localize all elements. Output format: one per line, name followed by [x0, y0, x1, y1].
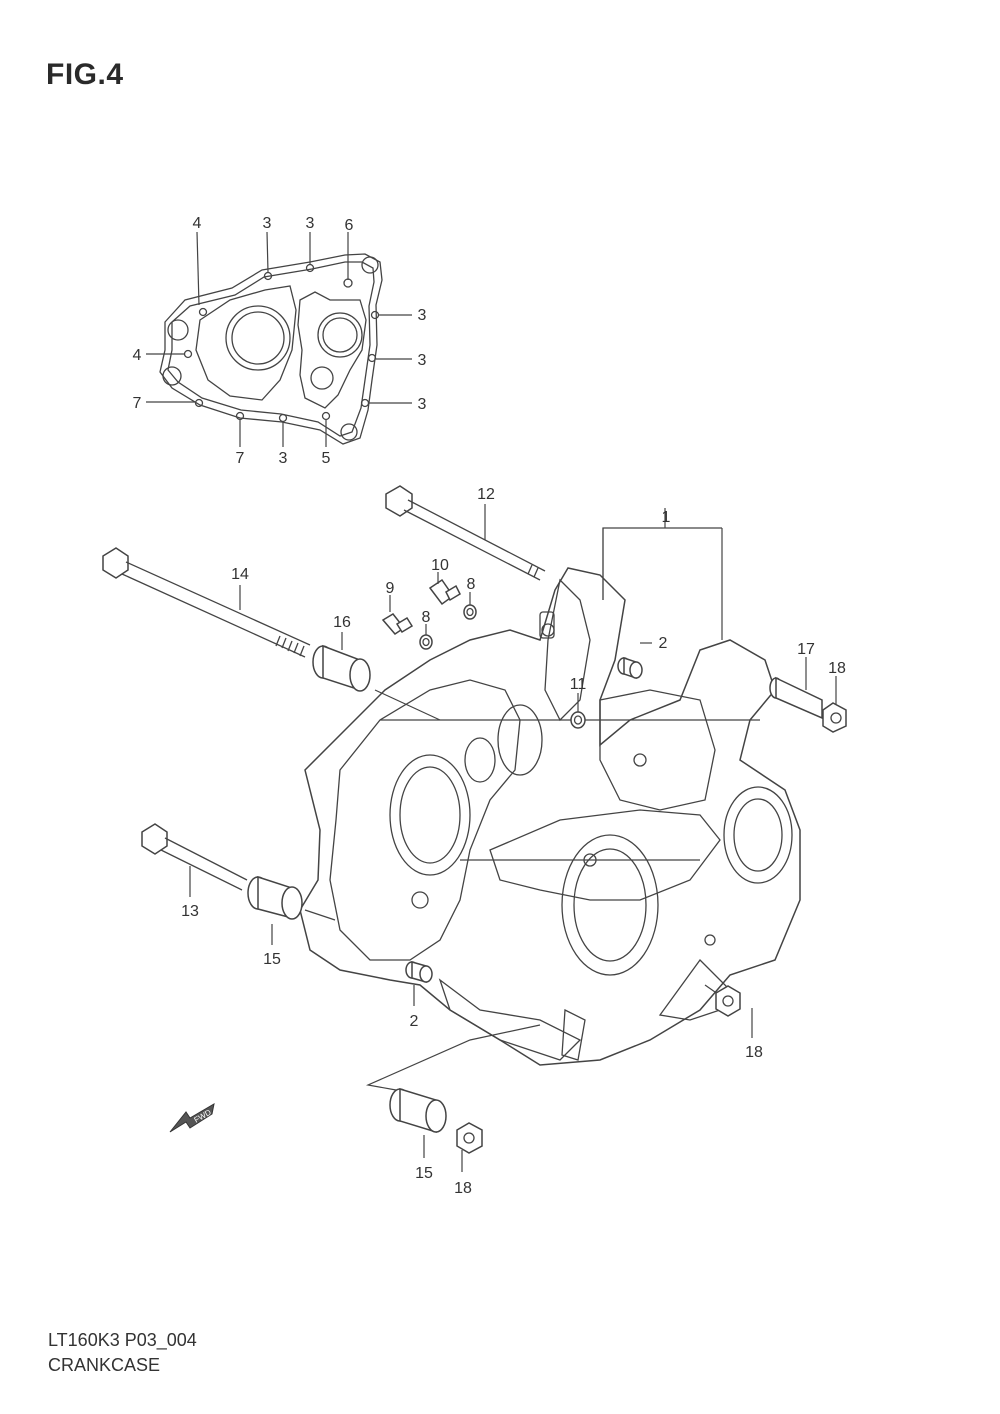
part-2-dowel-lower	[405, 961, 433, 1006]
diagram-name: CRANKCASE	[48, 1355, 161, 1375]
part-11-o-ring	[570, 693, 586, 729]
callout-18: 18	[745, 1044, 763, 1061]
callout-3: 3	[418, 352, 427, 369]
callout-11: 11	[570, 676, 587, 693]
figure-title: FIG.4	[46, 58, 124, 91]
callout-18: 18	[454, 1180, 472, 1197]
callout-3: 3	[306, 215, 315, 232]
part-12-bolt	[385, 485, 546, 581]
crankcase-assembly	[299, 567, 801, 1066]
callout-3: 3	[263, 215, 272, 232]
part-15-collar-lower	[365, 1024, 541, 1158]
callout-3: 3	[279, 450, 288, 467]
callout-7: 7	[133, 395, 142, 412]
callout-15: 15	[263, 951, 281, 968]
part-18-nut-right	[822, 676, 847, 733]
callout-12: 12	[477, 486, 495, 503]
part-18-nut-lower	[456, 1122, 483, 1172]
part-1-bracket	[602, 508, 723, 640]
callout-2: 2	[659, 635, 668, 652]
callout-17: 17	[797, 641, 815, 658]
callout-4: 4	[193, 215, 202, 232]
part-8-washer-b	[419, 624, 433, 650]
part-17-stud	[769, 657, 823, 720]
callout-5: 5	[322, 450, 331, 467]
callout-18: 18	[828, 660, 846, 677]
part-15-collar-upper	[247, 875, 336, 945]
part-2-dowel-upper	[617, 642, 652, 680]
crankcase-gasket	[159, 253, 383, 445]
diagram-code: LT160K3 P03_004	[48, 1330, 197, 1350]
callout-10: 10	[431, 557, 449, 574]
callout-labels: 4 3 3 6 3 4 3 7 3 7 3 5 12 1 14 10 9 8 8…	[133, 215, 846, 1197]
forward-arrow-icon: FWD	[169, 1103, 215, 1133]
callout-1: 1	[662, 509, 671, 526]
callout-7: 7	[236, 450, 245, 467]
part-9-plug	[381, 595, 414, 635]
callout-8: 8	[467, 576, 476, 593]
callout-4: 4	[133, 347, 142, 364]
part-10-plug	[428, 572, 461, 606]
part-18-nut-mid	[704, 984, 753, 1038]
callout-3: 3	[418, 396, 427, 413]
part-16-collar	[312, 632, 441, 721]
callout-8: 8	[422, 609, 431, 626]
part-14-bolt	[102, 547, 311, 658]
callout-15: 15	[415, 1165, 433, 1182]
callout-9: 9	[386, 580, 395, 597]
callout-6: 6	[345, 217, 354, 234]
callout-3: 3	[418, 307, 427, 324]
gasket-leader-lines	[146, 231, 412, 447]
callout-16: 16	[333, 614, 351, 631]
part-8-washer-a	[463, 592, 477, 620]
part-13-bolt	[141, 823, 248, 897]
callout-14: 14	[231, 566, 249, 583]
callout-13: 13	[181, 903, 199, 920]
callout-2: 2	[410, 1013, 419, 1030]
